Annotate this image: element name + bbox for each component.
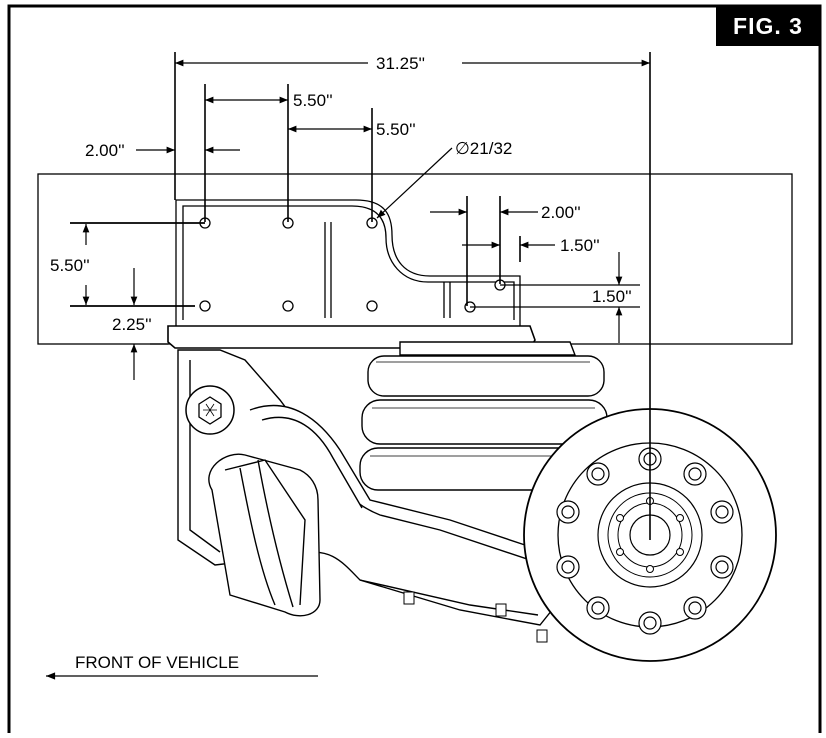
dimension-labels: 31.25'' 5.50'' 5.50'' 2.00'' ∅21/32 2.00… bbox=[50, 54, 632, 672]
dim-vertical-main: 5.50'' bbox=[50, 256, 90, 275]
hole bbox=[199, 300, 211, 312]
dim-hole-diameter: ∅21/32 bbox=[455, 139, 512, 158]
dim-vertical-right: 1.50'' bbox=[592, 287, 632, 306]
dimension-lines bbox=[46, 52, 651, 680]
dim-spacing-1: 5.50'' bbox=[293, 91, 333, 110]
pivot-bolt bbox=[185, 385, 235, 435]
hole bbox=[366, 300, 378, 312]
front-of-vehicle-label: FRONT OF VEHICLE bbox=[75, 653, 239, 672]
dim-vertical-bottom: 2.25'' bbox=[112, 315, 152, 334]
figure-label: FIG. 3 bbox=[716, 6, 820, 46]
mounting-holes bbox=[199, 217, 506, 313]
dim-overall: 31.25'' bbox=[376, 54, 425, 73]
dim-spacing-2: 5.50'' bbox=[376, 120, 416, 139]
dim-right-offset: 2.00'' bbox=[541, 203, 581, 222]
hole bbox=[282, 300, 294, 312]
hub-studs bbox=[616, 497, 684, 573]
axle-seat bbox=[208, 453, 321, 617]
bottom-bolts bbox=[403, 591, 548, 643]
dim-right-small: 1.50'' bbox=[560, 236, 600, 255]
dim-edge-offset: 2.00'' bbox=[85, 141, 125, 160]
page-border bbox=[7, 4, 822, 738]
